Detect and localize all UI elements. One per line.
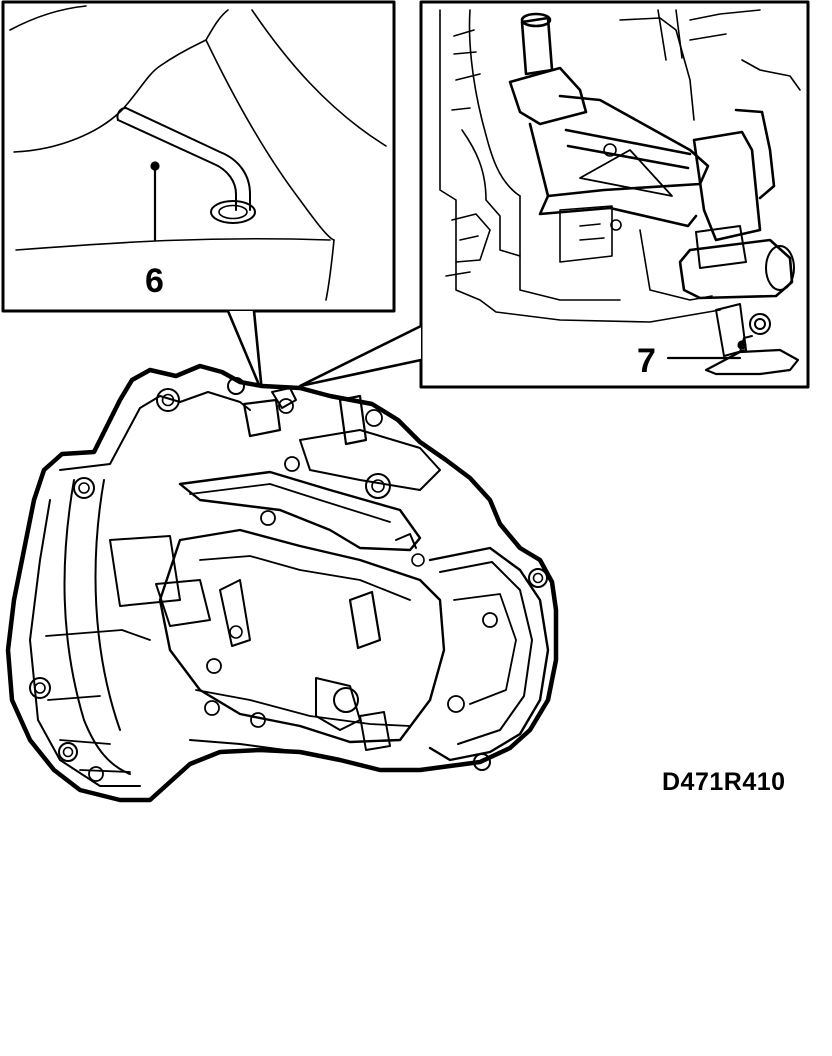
bracket-assembly [508, 12, 795, 300]
callout-6-label: 6 [145, 262, 164, 300]
figure-code: D471R410 [662, 768, 786, 796]
detail-box-drain-plug: 7 [419, 0, 810, 389]
detail-box-breather: 6 [1, 0, 396, 313]
leader-6 [150, 161, 160, 242]
detail-pointer-right [298, 324, 423, 388]
callout-7-label: 7 [637, 342, 656, 380]
housing-contours [9, 5, 387, 301]
engine-block-lines [439, 9, 801, 323]
breather-tube [116, 107, 256, 224]
gearbox-housing [5, 363, 559, 803]
leader-7 [666, 340, 747, 360]
